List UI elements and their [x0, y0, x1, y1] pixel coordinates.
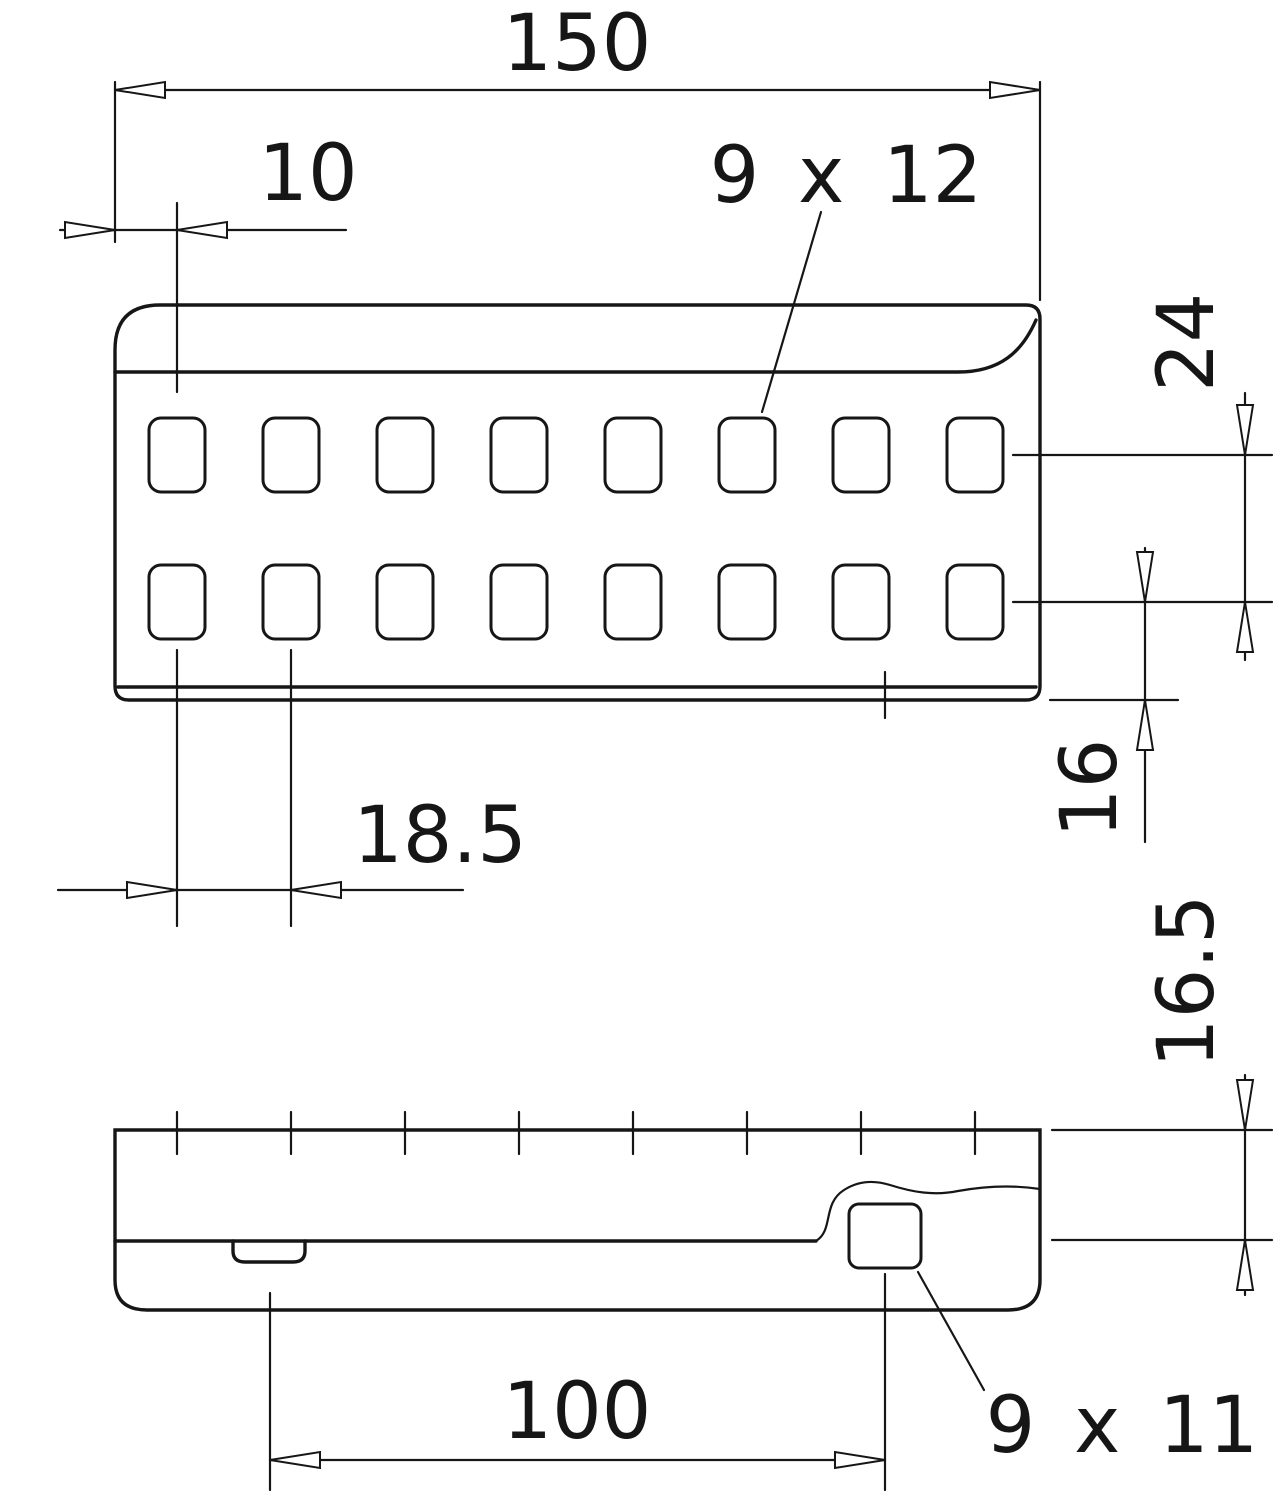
side-outline	[113, 1128, 1042, 1312]
dim-text-side-pitch: 100	[503, 1367, 652, 1457]
dim-text-hole-pitch: 18.5	[353, 791, 527, 881]
hole-row-2	[147, 563, 1005, 641]
arrowhead	[290, 880, 342, 900]
hole	[831, 563, 891, 641]
top-view	[113, 303, 1042, 702]
dim-text-side-height: 16.5	[1142, 894, 1232, 1068]
arrowhead	[834, 1450, 886, 1470]
dim-text-row-to-edge: 16	[1045, 739, 1135, 838]
dim-text-overall-length: 150	[503, 0, 652, 89]
arrowhead	[1135, 699, 1155, 751]
hole	[261, 563, 321, 641]
extension-lines	[113, 80, 1274, 1492]
arrowhead	[269, 1450, 321, 1470]
dimension-texts: 150 10 9 x 12 24 16 18.5 16.5 100 9 x 11	[258, 0, 1258, 1471]
dim-text-edge-to-first-hole: 10	[258, 129, 357, 219]
hole	[945, 416, 1005, 494]
dim-text-hole-size-side: 9 x 11	[986, 1381, 1259, 1471]
top-fold-edge	[113, 318, 1038, 374]
hole	[717, 416, 777, 494]
leader-9x12	[760, 210, 823, 414]
leader-9x11	[916, 1270, 986, 1392]
arrowhead	[126, 880, 178, 900]
hole	[717, 563, 777, 641]
dimension-lines	[56, 88, 1247, 1462]
side-hole	[847, 1202, 923, 1270]
hole	[147, 563, 207, 641]
hole	[603, 416, 663, 494]
hole	[489, 416, 549, 494]
hole	[945, 563, 1005, 641]
hole	[489, 563, 549, 641]
arrowhead	[114, 80, 166, 100]
hole	[831, 416, 891, 494]
hole	[147, 416, 207, 494]
arrowhead	[1235, 1239, 1255, 1291]
hole-row-1	[147, 416, 1005, 494]
arrowhead	[1235, 601, 1255, 653]
hole	[375, 563, 435, 641]
side-view	[113, 1110, 1042, 1312]
hole	[375, 416, 435, 494]
dim-text-row-spacing: 24	[1142, 293, 1232, 392]
plate-outline	[113, 303, 1042, 702]
side-notch	[231, 1239, 307, 1264]
hole-position-ticks	[175, 1110, 977, 1156]
hole	[261, 416, 321, 494]
dim-text-hole-size-top: 9 x 12	[710, 131, 983, 221]
arrowhead	[989, 80, 1041, 100]
arrowhead	[1135, 551, 1155, 603]
arrowhead	[176, 220, 228, 240]
arrowhead	[1235, 1079, 1255, 1131]
arrowhead	[1235, 404, 1255, 456]
hole	[603, 563, 663, 641]
arrowheads	[64, 80, 1255, 1470]
arrowhead	[64, 220, 116, 240]
break-line	[814, 1180, 1042, 1243]
